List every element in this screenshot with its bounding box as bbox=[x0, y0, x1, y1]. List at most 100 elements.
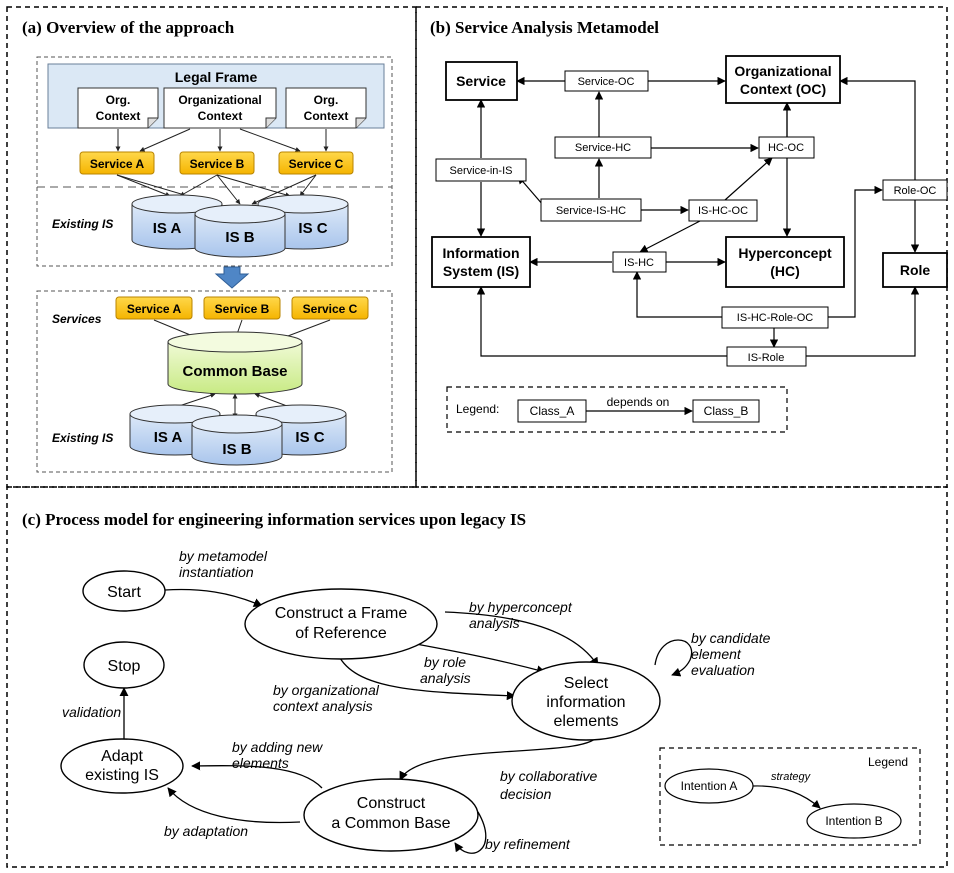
strategy-label: by collaborative bbox=[500, 768, 597, 784]
service-label: Service A bbox=[90, 157, 145, 171]
svg-text:IS C: IS C bbox=[295, 429, 324, 446]
context-document: Org. Context bbox=[77, 87, 159, 129]
svg-text:Service-IS-HC: Service-IS-HC bbox=[556, 205, 626, 217]
svg-text:Service-OC: Service-OC bbox=[578, 76, 635, 88]
svg-text:Intention A: Intention A bbox=[681, 779, 738, 793]
existing-is-label: Existing IS bbox=[52, 431, 113, 445]
svg-text:IS A: IS A bbox=[153, 220, 182, 237]
is-database-icon: IS B bbox=[194, 204, 286, 258]
svg-text:Stop: Stop bbox=[108, 658, 141, 675]
intention-common-base: Construct a Common Base bbox=[303, 778, 479, 852]
svg-text:elements: elements bbox=[554, 713, 619, 730]
is-database-icon: IS B bbox=[191, 414, 283, 466]
panel-c-title: (c) Process model for engineering inform… bbox=[22, 510, 526, 529]
svg-text:IS-HC-Role-OC: IS-HC-Role-OC bbox=[737, 312, 813, 324]
svg-text:Legend: Legend bbox=[868, 755, 908, 769]
strategy-label: element bbox=[691, 646, 742, 662]
svg-text:Start: Start bbox=[107, 584, 141, 601]
association-box: Service-HC bbox=[554, 136, 652, 159]
context-document: Org. Context bbox=[285, 87, 367, 129]
strategy-label: by adding new bbox=[232, 739, 323, 755]
panel-b-title: (b) Service Analysis Metamodel bbox=[430, 18, 659, 37]
association-box: IS-HC-Role-OC bbox=[721, 306, 829, 329]
svg-text:Service: Service bbox=[456, 73, 506, 89]
svg-text:IS-Role: IS-Role bbox=[748, 352, 785, 364]
svg-text:Construct a Frame: Construct a Frame bbox=[275, 605, 408, 622]
svg-text:Intention B: Intention B bbox=[825, 814, 882, 828]
existing-overview-group bbox=[36, 56, 393, 267]
service-box bbox=[79, 151, 155, 175]
svg-text:Context: Context bbox=[96, 109, 141, 123]
panel-b: (b) Service Analysis Metamodel bbox=[430, 18, 948, 433]
svg-text:IS B: IS B bbox=[222, 441, 251, 458]
svg-text:Org.: Org. bbox=[106, 93, 131, 107]
svg-text:IS-HC-OC: IS-HC-OC bbox=[698, 205, 748, 217]
metamodel-class: Organizational Context (OC) bbox=[725, 55, 841, 104]
strategy-label: instantiation bbox=[179, 564, 254, 580]
svg-text:Context: Context bbox=[304, 109, 349, 123]
svg-text:IS-HC: IS-HC bbox=[624, 257, 654, 269]
strategy-label: decision bbox=[500, 786, 552, 802]
metamodel-class: Role bbox=[882, 252, 948, 288]
service-box bbox=[179, 151, 255, 175]
svg-text:Adapt: Adapt bbox=[101, 748, 143, 765]
association-box: IS-Role bbox=[726, 346, 807, 367]
svg-text:IS A: IS A bbox=[154, 429, 183, 446]
strategy-label: evaluation bbox=[691, 662, 755, 678]
panel-frames bbox=[6, 6, 948, 868]
strategy-label: context analysis bbox=[273, 698, 373, 714]
svg-text:Role-OC: Role-OC bbox=[894, 185, 937, 197]
context-document: Organizational Context bbox=[163, 87, 277, 129]
svg-text:Organizational: Organizational bbox=[734, 63, 831, 79]
services-label: Services bbox=[52, 312, 102, 326]
svg-text:Service-HC: Service-HC bbox=[575, 142, 631, 154]
strategy-label: analysis bbox=[469, 615, 520, 631]
svg-text:Role: Role bbox=[900, 262, 931, 278]
service-box bbox=[115, 296, 193, 320]
svg-text:Class_B: Class_B bbox=[704, 404, 749, 418]
service-label: Service B bbox=[215, 302, 270, 316]
service-label: Service A bbox=[127, 302, 182, 316]
strategy-label: by role bbox=[424, 654, 466, 670]
svg-text:Legend:: Legend: bbox=[456, 402, 499, 416]
svg-text:information: information bbox=[546, 694, 625, 711]
service-layer-group bbox=[36, 290, 393, 473]
metamodel-legend: Legend: Class_A depends on Class_B bbox=[446, 386, 788, 433]
svg-text:IS C: IS C bbox=[298, 220, 327, 237]
svg-text:a Common Base: a Common Base bbox=[331, 815, 450, 832]
svg-text:Context: Context bbox=[198, 109, 243, 123]
svg-text:Org.: Org. bbox=[314, 93, 339, 107]
svg-text:Information: Information bbox=[443, 245, 520, 261]
svg-text:depends on: depends on bbox=[607, 395, 670, 409]
panel-c: (c) Process model for engineering inform… bbox=[22, 510, 921, 854]
strategy-label: by organizational bbox=[273, 682, 380, 698]
intention-frame-of-reference: Construct a Frame of Reference bbox=[244, 588, 438, 660]
strategy-label: elements bbox=[232, 755, 289, 771]
association-box: Service-IS-HC bbox=[540, 198, 642, 222]
process-legend: Legend Intention A strategy Intention B bbox=[659, 747, 921, 846]
svg-text:Select: Select bbox=[564, 675, 609, 692]
intention-select-elements: Select information elements bbox=[511, 661, 661, 741]
metamodel-class: Information System (IS) bbox=[431, 236, 531, 288]
strategy-label: analysis bbox=[420, 670, 471, 686]
association-box: Service-in-IS bbox=[435, 158, 527, 182]
svg-text:of Reference: of Reference bbox=[295, 625, 387, 642]
svg-text:Organizational: Organizational bbox=[178, 93, 261, 107]
transition-arrow-icon bbox=[214, 266, 250, 289]
strategy-label: by metamodel bbox=[179, 548, 268, 564]
association-box: Role-OC bbox=[882, 179, 948, 201]
association-box: HC-OC bbox=[758, 136, 815, 159]
svg-text:(HC): (HC) bbox=[770, 263, 800, 279]
svg-text:existing IS: existing IS bbox=[85, 767, 159, 784]
svg-text:System (IS): System (IS) bbox=[443, 263, 519, 279]
existing-is-label: Existing IS bbox=[52, 217, 113, 231]
metamodel-class: Service bbox=[445, 61, 518, 101]
panel-a-title: (a) Overview of the approach bbox=[22, 18, 235, 37]
strategy-label: by refinement bbox=[485, 836, 571, 852]
service-box bbox=[203, 296, 281, 320]
svg-text:Construct: Construct bbox=[357, 795, 426, 812]
svg-text:Service-in-IS: Service-in-IS bbox=[450, 165, 513, 177]
panel-a: (a) Overview of the approach Legal Frame… bbox=[22, 18, 393, 473]
svg-text:Hyperconcept: Hyperconcept bbox=[738, 245, 832, 261]
common-base-database-icon: Common Base bbox=[167, 331, 303, 395]
